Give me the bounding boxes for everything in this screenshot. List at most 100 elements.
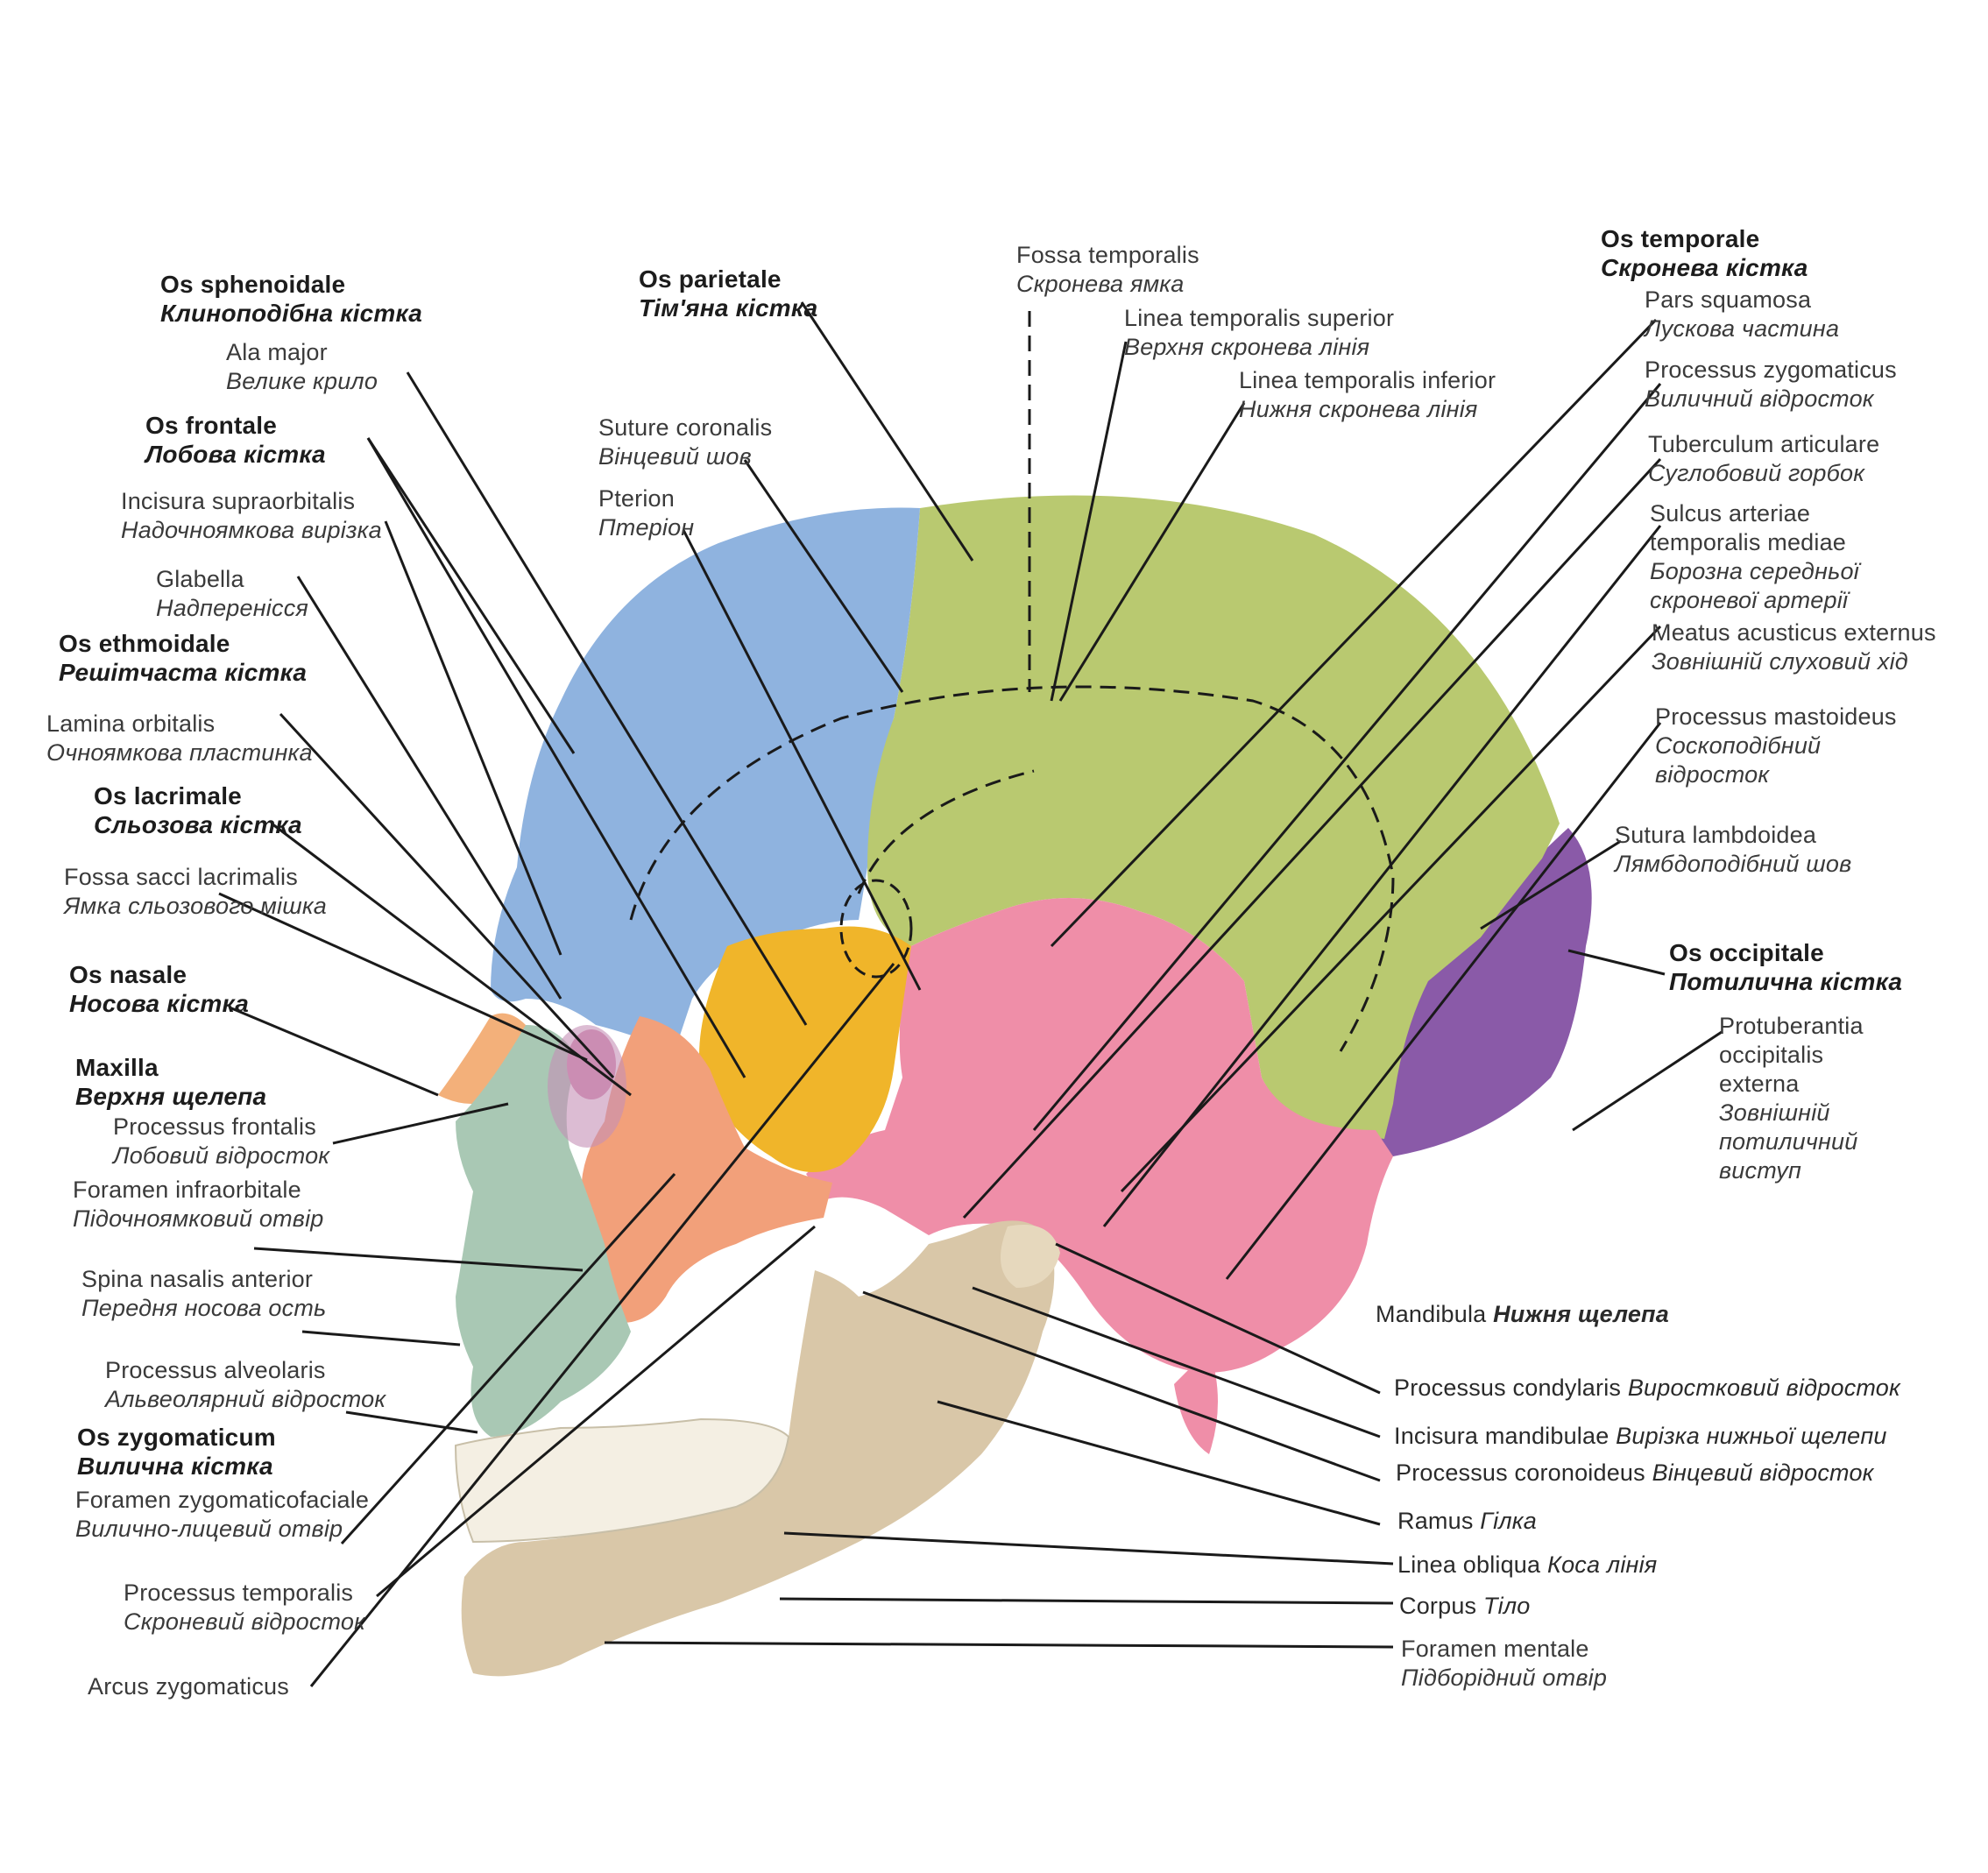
mandible-bone: [461, 1220, 1055, 1677]
label-processus-zygomaticus: Processus zygomaticus Виличний відросток: [1645, 356, 1897, 413]
label-latin: Linea obliqua: [1397, 1551, 1541, 1578]
label-fossa-sacci-lacrimalis: Fossa sacci lacrimalis Ямка сльозового м…: [64, 863, 327, 921]
label-processus-mastoideus: Processus mastoideus Соскоподібний відро…: [1655, 703, 1897, 789]
label-ukr: Ямка сльозового мішка: [64, 893, 328, 919]
label-ukr: Вилично-лицевий отвір: [75, 1516, 343, 1542]
label-meatus-acusticus-externus: Meatus acusticus externus Зовнішній слух…: [1652, 618, 1936, 676]
label-ukr: Зовнішній: [1719, 1099, 1830, 1126]
label-latin: Os nasale: [69, 961, 187, 988]
label-ukr: Скронева ямка: [1016, 271, 1185, 297]
label-pars-squamosa: Pars squamosa Лускова частина: [1645, 286, 1839, 343]
label-latin: Foramen zygomaticofaciale: [75, 1487, 370, 1513]
label-latin: Ala major: [226, 339, 328, 365]
label-latin: externa: [1719, 1071, 1800, 1097]
orbit: [548, 1025, 626, 1148]
label-ukr: відросток: [1655, 761, 1770, 788]
label-latin: Lamina orbitalis: [46, 710, 216, 737]
label-ramus: Ramus Гілка: [1397, 1507, 1537, 1536]
label-ukr: Коса лінія: [1546, 1551, 1658, 1578]
label-ukr: Верхня щелепа: [75, 1083, 267, 1110]
label-ukr: Нижня скронева лінія: [1239, 396, 1478, 422]
label-ukr: Гілка: [1480, 1508, 1537, 1534]
label-latin: Processus temporalis: [124, 1580, 354, 1606]
label-latin: Processus mastoideus: [1655, 703, 1897, 730]
label-linea-temporalis-inferior: Linea temporalis inferior Нижня скронева…: [1239, 366, 1496, 424]
label-tuberculum-articulare: Tuberculum articulare Суглобовий горбок: [1648, 430, 1879, 488]
label-processus-frontalis: Processus frontalis Лобовий відросток: [113, 1113, 329, 1170]
label-ukr: Тіло: [1482, 1593, 1531, 1619]
label-arcus-zygomaticus: Arcus zygomaticus: [88, 1672, 289, 1701]
label-ukr: Сльозова кістка: [94, 811, 302, 838]
label-ukr: Птеріон: [598, 514, 695, 541]
leader-lines: [218, 301, 1723, 1687]
label-pterion: Pterion Птеріон: [598, 484, 694, 542]
label-latin: temporalis mediae: [1650, 529, 1847, 555]
label-os-frontale: Os frontale Лобова кістка: [145, 411, 326, 469]
label-latin: Suture coronalis: [598, 414, 773, 441]
label-ukr: Лобовий відросток: [113, 1142, 330, 1169]
label-ukr: Нижня щелепа: [1493, 1301, 1669, 1327]
label-latin: Os lacrimale: [94, 782, 242, 809]
label-processus-condylaris: Processus condylaris Виростковий відрост…: [1394, 1374, 1900, 1403]
label-latin: Linea temporalis inferior: [1239, 367, 1496, 393]
label-latin: Processus coronoideus: [1396, 1460, 1645, 1486]
label-ukr: Вилична кістка: [77, 1452, 273, 1480]
zygomatic-bone: [581, 1016, 832, 1323]
label-corpus: Corpus Тіло: [1399, 1592, 1531, 1621]
label-maxilla: Maxilla Верхня щелепа: [75, 1053, 266, 1111]
label-latin: Foramen infraorbitale: [73, 1177, 301, 1203]
label-ukr: Скронева кістка: [1601, 254, 1808, 281]
label-ukr: Надочноямкова вирізка: [121, 517, 382, 543]
label-ukr: Надперенісся: [156, 595, 309, 621]
label-latin: Spina nasalis anterior: [81, 1266, 314, 1292]
label-ala-major: Ala major Велике крило: [226, 338, 378, 396]
label-ukr: Вирізка нижньої щелепи: [1616, 1423, 1887, 1449]
label-latin: Fossa temporalis: [1016, 242, 1199, 268]
label-os-ethmoidale: Os ethmoidale Решітчаста кістка: [59, 629, 307, 687]
label-spina-nasalis-anterior: Spina nasalis anterior Передня носова ос…: [81, 1265, 326, 1323]
label-ukr: Потилична кістка: [1669, 968, 1903, 995]
label-latin: Os frontale: [145, 412, 278, 439]
label-ukr: Суглобовий горбок: [1648, 460, 1865, 486]
label-ukr: Вінцевий відросток: [1652, 1460, 1874, 1486]
label-latin: Os zygomaticum: [77, 1424, 276, 1451]
label-latin: Pars squamosa: [1645, 286, 1812, 313]
label-latin: Processus condylaris: [1394, 1375, 1622, 1401]
label-os-nasale: Os nasale Носова кістка: [69, 960, 249, 1018]
label-processus-temporalis: Processus temporalis Скроневий відросток: [124, 1579, 365, 1636]
label-latin: Os occipitale: [1669, 939, 1824, 966]
sphenoid-bone: [699, 926, 911, 1172]
label-latin: Mandibula: [1376, 1301, 1487, 1327]
label-lamina-orbitalis: Lamina orbitalis Очноямкова пластинка: [46, 710, 313, 767]
label-ukr: Передня носова ость: [81, 1295, 327, 1321]
label-latin: Linea temporalis superior: [1124, 305, 1395, 331]
teeth: [454, 1417, 790, 1544]
label-latin: Os temporale: [1601, 225, 1760, 252]
label-ukr: Очноямкова пластинка: [46, 739, 313, 766]
label-os-sphenoidale: Os sphenoidale Клиноподібна кістка: [160, 270, 422, 328]
maxilla-bone: [456, 1025, 631, 1437]
label-ukr: Клиноподібна кістка: [160, 300, 422, 327]
label-ukr: Велике крило: [226, 368, 378, 394]
label-latin: Os parietale: [639, 265, 782, 293]
label-ukr: Виличний відросток: [1645, 385, 1874, 412]
label-ukr: Носова кістка: [69, 990, 250, 1017]
label-processus-coronoideus: Processus coronoideus Вінцевий відросток: [1396, 1459, 1874, 1488]
label-incisura-mandibulae: Incisura mandibulae Вирізка нижньої щеле…: [1394, 1422, 1887, 1451]
label-latin: Protuberantia: [1719, 1013, 1864, 1039]
label-ukr: Решітчаста кістка: [59, 659, 308, 686]
label-latin: occipitalis: [1719, 1042, 1824, 1068]
label-ukr: Зовнішній слуховий хід: [1652, 648, 1908, 675]
label-latin: Arcus zygomaticus: [88, 1673, 289, 1700]
label-foramen-infraorbitale: Foramen infraorbitale Підочноямковий отв…: [73, 1176, 324, 1233]
temporal-line-inferior: [857, 769, 1035, 894]
label-latin: Ramus: [1397, 1508, 1474, 1534]
label-ukr: потиличний: [1719, 1128, 1858, 1155]
label-foramen-zygomaticofaciale: Foramen zygomaticofaciale Вилично-лицеви…: [75, 1486, 369, 1544]
label-latin: Tuberculum articulare: [1648, 431, 1880, 457]
label-latin: Sutura lambdoidea: [1615, 822, 1817, 848]
label-latin: Incisura supraorbitalis: [121, 488, 356, 514]
condylar-process: [1001, 1225, 1060, 1288]
